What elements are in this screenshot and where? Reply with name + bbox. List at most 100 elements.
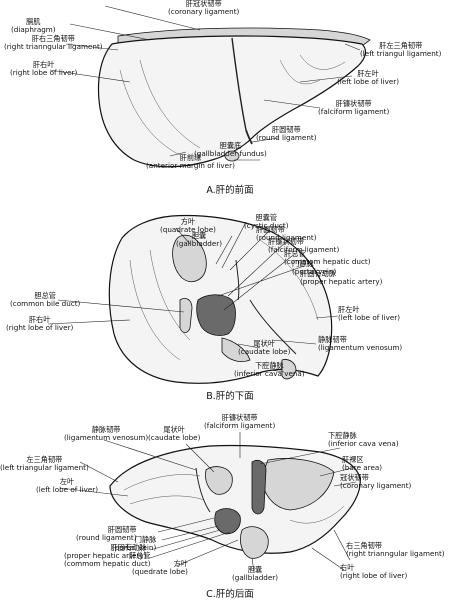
label-en: (proper hepatic artery) (64, 551, 147, 561)
label-en: (commom hepatic duct) (64, 559, 151, 569)
label-en: (caudate lobe) (238, 347, 291, 357)
label-quadrate-b: 方叶 (quadrate lobe) (160, 217, 216, 235)
label-zh: 肝左叶 (357, 69, 379, 78)
label-portal-vein-c: 门静脉 (portal vein) (112, 535, 157, 553)
label-zh: 门静脉 (292, 259, 314, 268)
label-diaphragm-a: 膈肌 (diaphragm) (11, 17, 56, 35)
label-zh: 肝右三角韧带 (31, 34, 75, 43)
label-zh: 肝总管 (284, 249, 306, 258)
label-en: (ligamentum venosum) (318, 343, 403, 353)
label-en: (quedrate lobe) (132, 567, 188, 577)
label-zh: 肝圆韧带 (107, 525, 137, 534)
label-zh: 肝裸区 (342, 455, 364, 464)
label-zh: 门静脉 (134, 535, 157, 544)
label-en: (left lobe of liver) (337, 77, 400, 87)
leaders-a (49, 5, 361, 161)
label-en: (portal vein) (292, 267, 337, 277)
label-zh: 肝冠状韧带 (185, 0, 222, 8)
leaders-c (59, 432, 357, 573)
portal-vein-b (196, 294, 236, 336)
label-zh: 肝右叶 (28, 315, 51, 324)
label-en: (falciform ligament) (318, 107, 390, 117)
label-zh: 肝固有动脉 (110, 543, 147, 552)
label-en: (common bile duct) (10, 299, 81, 309)
label-zh: 肝镰状韧带 (221, 413, 258, 422)
label-zh: 肝镰状韧带 (268, 237, 304, 246)
ivc-c (251, 460, 267, 515)
label-en: (coronary ligament) (168, 7, 240, 17)
label-right-lobe-a: 肝右叶 (right lobe of liver) (10, 60, 78, 78)
label-zh: 左三角韧带 (26, 455, 63, 464)
label-zh: 胆囊 (191, 231, 207, 240)
label-zh: 肝圆韧带 (271, 125, 301, 134)
label-venosum-c: 静脉韧带 (ligamentum venosum) (64, 425, 149, 443)
label-right-lobe-c: 右叶 (right lobe of liver) (340, 563, 407, 581)
gallbladder-b-shape (172, 234, 207, 282)
label-en: (diaphragm) (11, 25, 56, 35)
label-zh: 肝右叶 (32, 60, 55, 69)
label-cystic-duct-b: 胆囊管 (cystic duct) (244, 213, 289, 231)
label-caudate-c: 尾状叶 (caudate lobe) (148, 425, 201, 443)
label-en: (inferior cava vena) (328, 439, 399, 449)
ivc-b (281, 359, 297, 380)
label-en: (left triangul ligament) (360, 49, 442, 59)
label-en: (falciform ligament) (204, 421, 276, 431)
label-gallbladder-b: 胆囊 (gallbladder) (176, 231, 222, 249)
label-left-lobe-b: 肝左叶 (left lobe of liver) (338, 305, 400, 323)
label-left-triangular-a: 肝左三角韧带 (left triangul ligament) (360, 41, 442, 59)
label-round-ligament-b: 肝圆韧带 (round ligament) (256, 225, 317, 243)
label-en: (quadrate lobe) (160, 225, 216, 235)
label-portal-vein-b: 门静脉 (portal vein) (292, 259, 337, 277)
label-zh: 尾状叶 (253, 339, 275, 348)
label-zh: 右叶 (340, 563, 355, 572)
round-ligament-a (245, 129, 253, 145)
label-en: (commom hepatic duct) (284, 257, 371, 267)
label-zh: 肝镰状韧带 (335, 99, 372, 108)
leaders-b (47, 221, 339, 373)
label-zh: 肝总管 (128, 551, 151, 560)
fissure-b (235, 259, 297, 355)
label-en: (caudate lobe) (148, 433, 201, 443)
porta-structures-c (214, 508, 241, 535)
label-zh: 胆囊底 (219, 141, 242, 150)
label-right-triangular-c: 右三角韧带 (right trianngular ligament) (346, 541, 445, 559)
label-en: (ligamentum venosum) (64, 433, 149, 443)
label-gallbladder-c: 胆囊 (gallbladder) (232, 565, 279, 583)
venosum-groove-c (195, 467, 211, 513)
figure-a-drawing (49, 5, 371, 168)
label-zh: 胆囊 (247, 565, 263, 574)
label-en: (round ligament) (256, 233, 317, 243)
label-falciform-b: 肝镰状韧带 (falciform ligament) (268, 237, 339, 255)
label-zh: 静脉韧带 (318, 335, 347, 344)
gallbladder-fundus-shape (224, 150, 240, 162)
label-anterior-margin-a: 肝前缘 (anterior margin of liver) (146, 153, 235, 171)
gallbladder-c-shape (240, 526, 269, 559)
label-round-ligament-c: 肝圆韧带 (round ligament) (76, 525, 137, 543)
caption-figure-a: A.肝的前面 (206, 185, 254, 196)
caudate-lobe-b (221, 337, 251, 362)
label-caudate-b: 尾状叶 (caudate lobe) (238, 339, 291, 357)
label-left-lobe-c: 左叶 (left lobe of liver) (36, 477, 98, 495)
label-en: (gallbladder) (232, 573, 279, 583)
label-right-lobe-b: 肝右叶 (right lobe of liver) (6, 315, 73, 333)
label-en: (right trianngular ligament) (346, 549, 445, 559)
label-quadrate-c: 方叶 (quedrate lobe) (132, 559, 188, 577)
label-en: (right lobe of liver) (10, 68, 78, 78)
shading-b (129, 239, 319, 361)
label-common-hepatic-c: 肝总管 (commom hepatic duct) (64, 551, 151, 569)
label-coronary-ligament-a: 肝冠状韧带 (coronary ligament) (168, 0, 239, 17)
caudate-lobe-c (205, 466, 233, 495)
label-gallbladder-fundus-a: 胆囊底 (gallbladder fundus) (194, 141, 267, 159)
label-zh: 静脉韧带 (91, 425, 121, 434)
label-en: (inferior cava vena) (234, 369, 305, 379)
label-en: (gallbladder fundus) (194, 149, 267, 159)
label-proper-hepatic-b: 肝固有动脉 (proper hepatic artery) (300, 269, 382, 287)
label-zh: 下腔静脉 (328, 431, 357, 440)
label-en: (coronary ligament) (340, 481, 412, 491)
label-round-ligament-a: 肝圆韧带 (round ligament) (256, 125, 317, 143)
label-en: (right trianngular ligament) (4, 42, 103, 52)
label-zh: 方叶 (173, 559, 188, 568)
label-common-hepatic-b: 肝总管 (commom hepatic duct) (284, 249, 371, 267)
label-en: (bare area) (342, 463, 383, 473)
